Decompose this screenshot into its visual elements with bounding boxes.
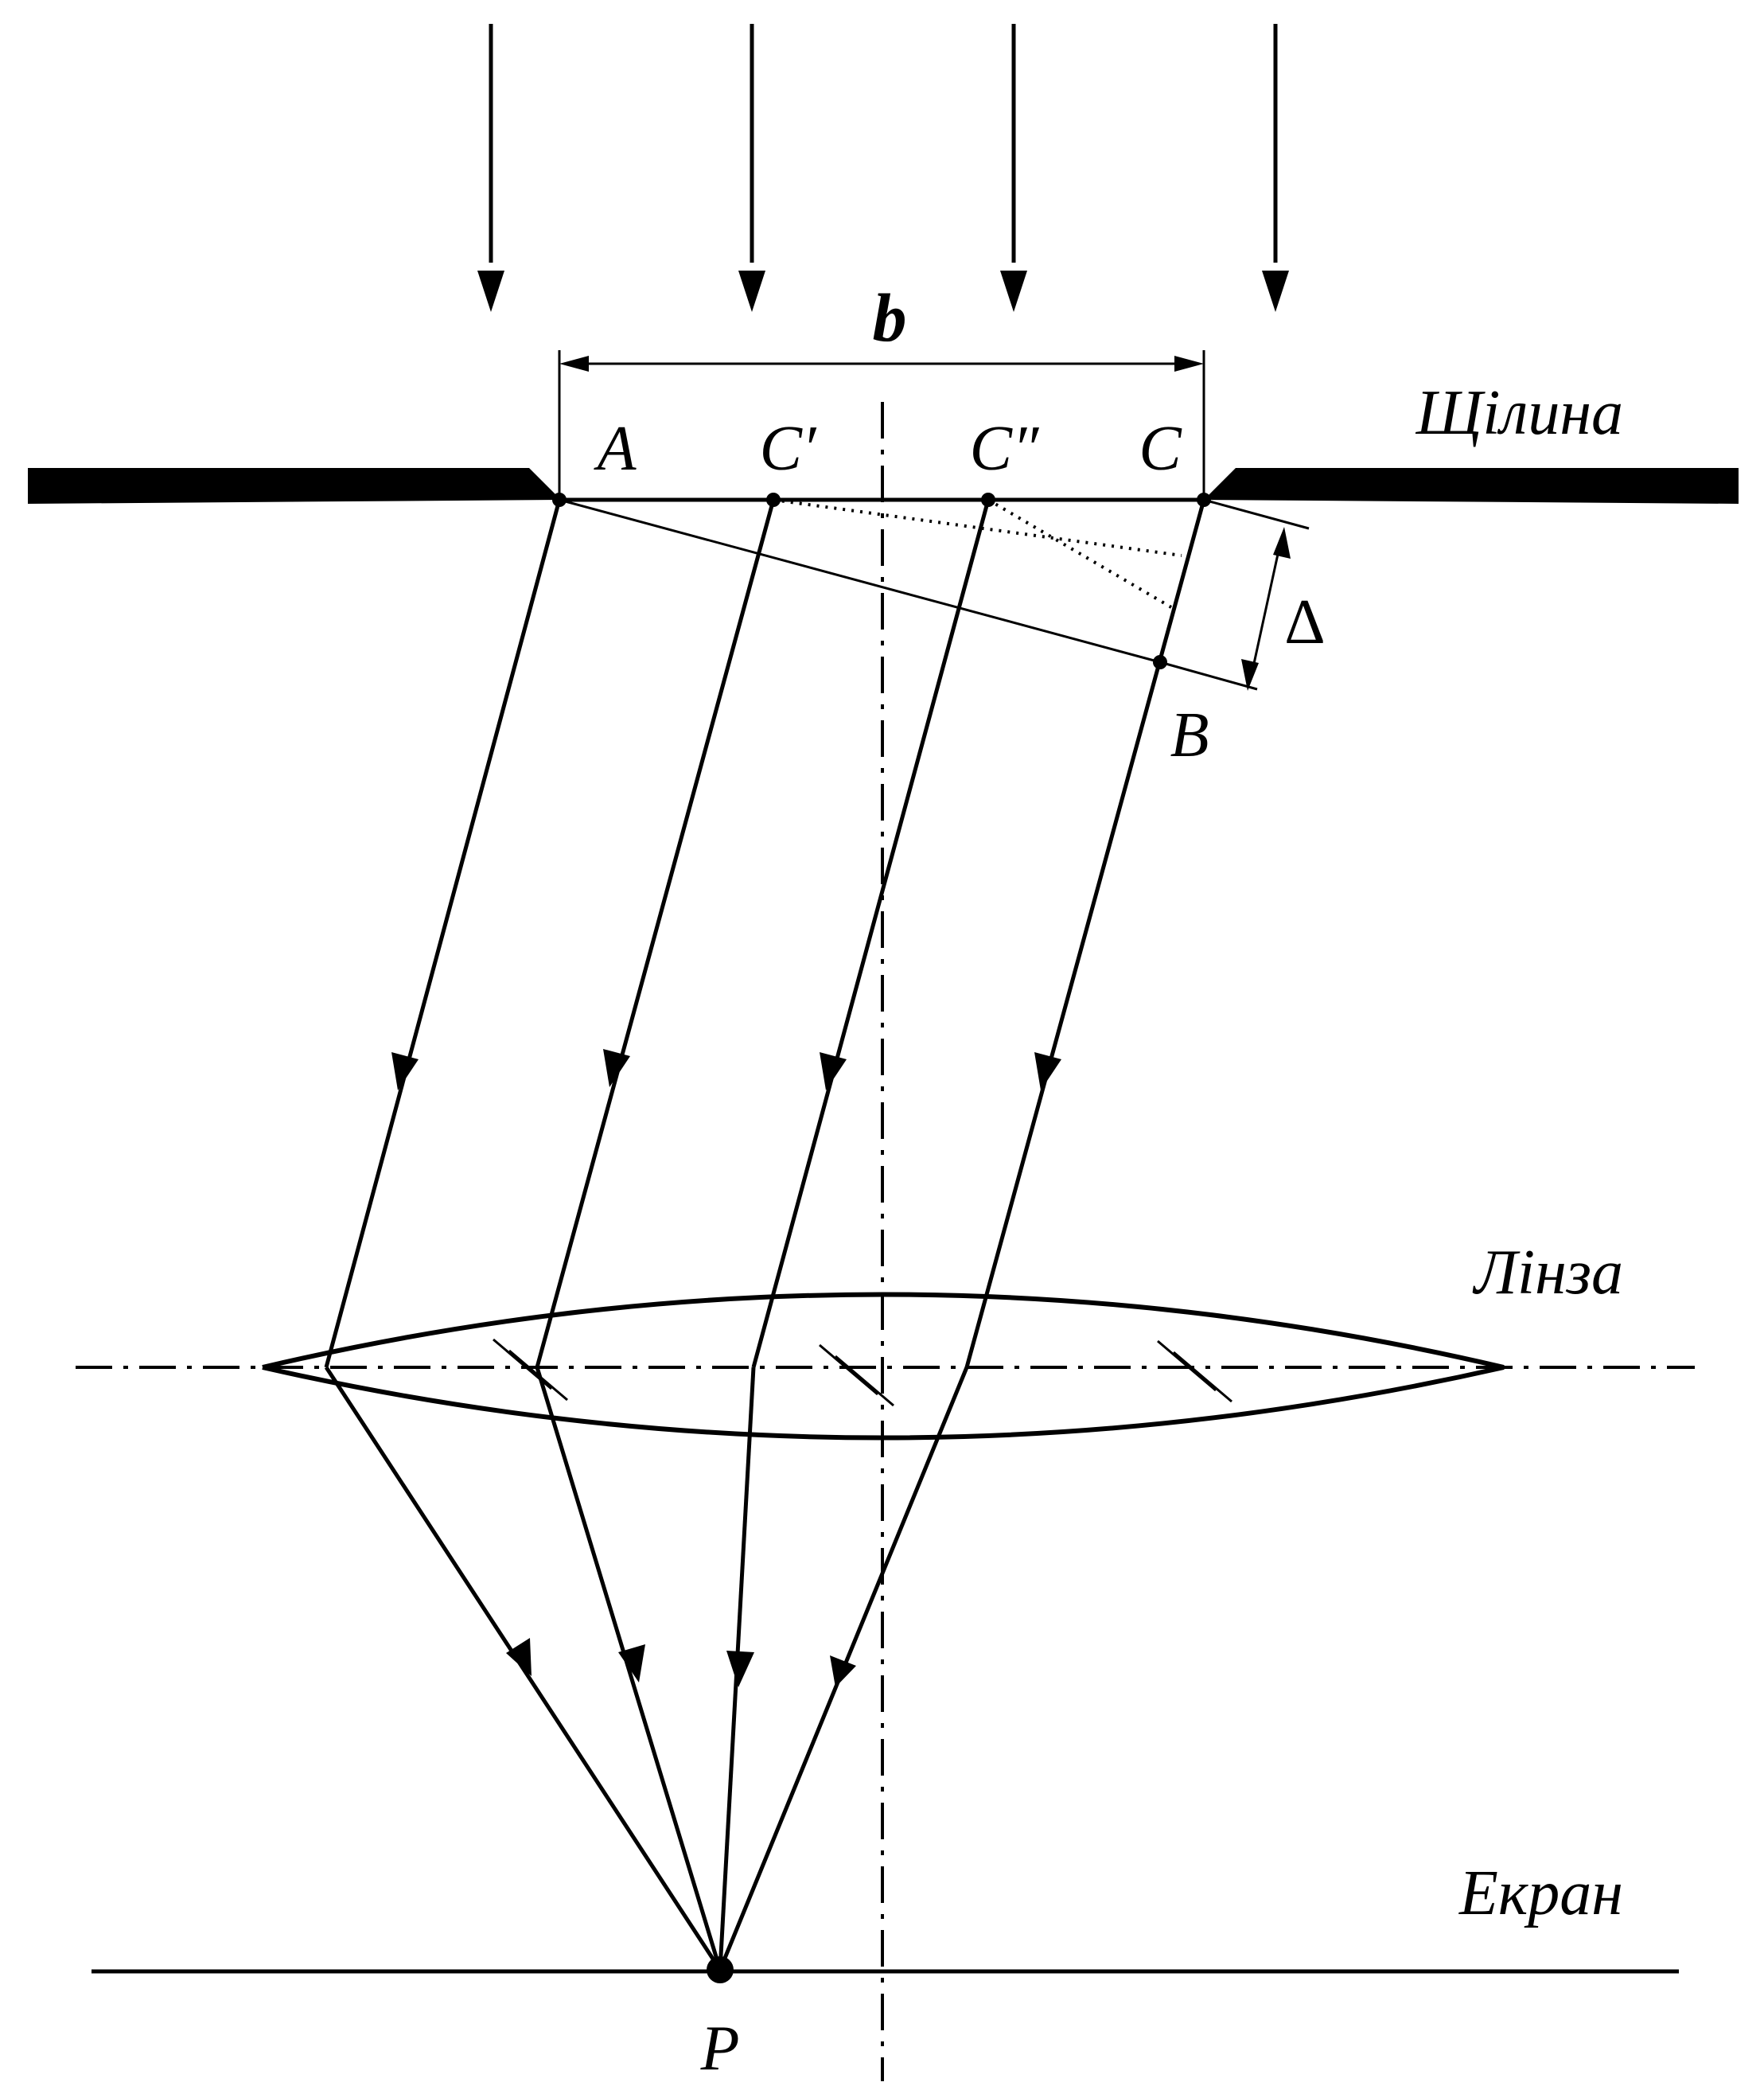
label-b: B <box>1170 700 1209 770</box>
label-c1: C′ <box>760 414 817 484</box>
dimension-arrow-right <box>1174 356 1204 372</box>
points <box>552 493 1211 1983</box>
ray-c2-p-arrow <box>726 1651 754 1687</box>
ray-from-c1 <box>535 499 776 1368</box>
slit-width-dimension: b <box>558 279 1205 500</box>
incident-arrowhead-4 <box>1262 271 1289 312</box>
dotted-line-c1 <box>773 498 1182 557</box>
wavefront-line-ab <box>559 498 1161 664</box>
delta-label: Δ <box>1284 587 1325 657</box>
point-a-dot <box>552 493 567 507</box>
lens <box>262 1292 1505 1441</box>
incident-arrowhead-1 <box>477 271 504 312</box>
dimension-arrow-left <box>559 356 589 372</box>
ray-c-arrow <box>1034 1052 1061 1090</box>
ray-a-to-p <box>324 1366 722 1971</box>
ray-a-p-arrow <box>506 1638 532 1676</box>
point-c1-dot <box>766 493 781 507</box>
incident-arrowhead-2 <box>738 271 765 312</box>
ray-from-c <box>964 499 1206 1368</box>
barrier-left <box>28 468 561 504</box>
ray-c1-p-arrow <box>618 1644 645 1682</box>
lens-hatch-3a <box>1157 1339 1217 1392</box>
point-c2-dot <box>981 493 995 507</box>
point-p-dot <box>707 1956 734 1983</box>
lens-hatch-2a <box>819 1343 878 1396</box>
lens-hatch-2b <box>835 1355 894 1407</box>
delta-arrow-top <box>1273 527 1291 559</box>
ray-from-c2 <box>751 499 991 1368</box>
label-a: A <box>594 414 637 484</box>
delta-arrow-bottom <box>1241 659 1259 691</box>
label-c2: C″ <box>970 414 1040 484</box>
slit-label: Щілина <box>1415 378 1623 448</box>
lens-lower-surface <box>262 1365 1505 1441</box>
dotted-line-c2 <box>987 498 1173 609</box>
slit-barrier <box>28 468 1739 504</box>
point-b-dot <box>1153 655 1167 669</box>
ray-c1-arrow <box>603 1049 630 1087</box>
diffracted-rays <box>324 499 1206 1368</box>
label-p: P <box>700 2014 740 2084</box>
ray-c1-to-p <box>535 1367 722 1971</box>
ray-a-arrow <box>391 1052 419 1090</box>
lens-label: Лінза <box>1472 1238 1623 1308</box>
barrier-right <box>1204 468 1739 504</box>
delta-extension-bottom <box>1159 661 1258 691</box>
converging-rays <box>324 1366 969 1971</box>
incident-rays <box>477 24 1289 312</box>
delta-extension-top <box>1203 498 1310 530</box>
delta-dimension-line <box>1249 539 1283 679</box>
screen-label: Екран <box>1458 1858 1623 1928</box>
lens-upper-surface <box>262 1292 1505 1370</box>
path-difference-construction: Δ <box>559 498 1326 691</box>
incident-arrowhead-3 <box>1000 271 1027 312</box>
point-c-dot <box>1197 493 1211 507</box>
slit-width-label: b <box>873 279 907 356</box>
ray-c2-arrow <box>820 1052 847 1090</box>
ray-from-a <box>324 499 562 1368</box>
lens-hatch-3b <box>1173 1351 1232 1403</box>
label-c: C <box>1139 414 1182 484</box>
ray-c-p-arrow <box>830 1655 856 1687</box>
